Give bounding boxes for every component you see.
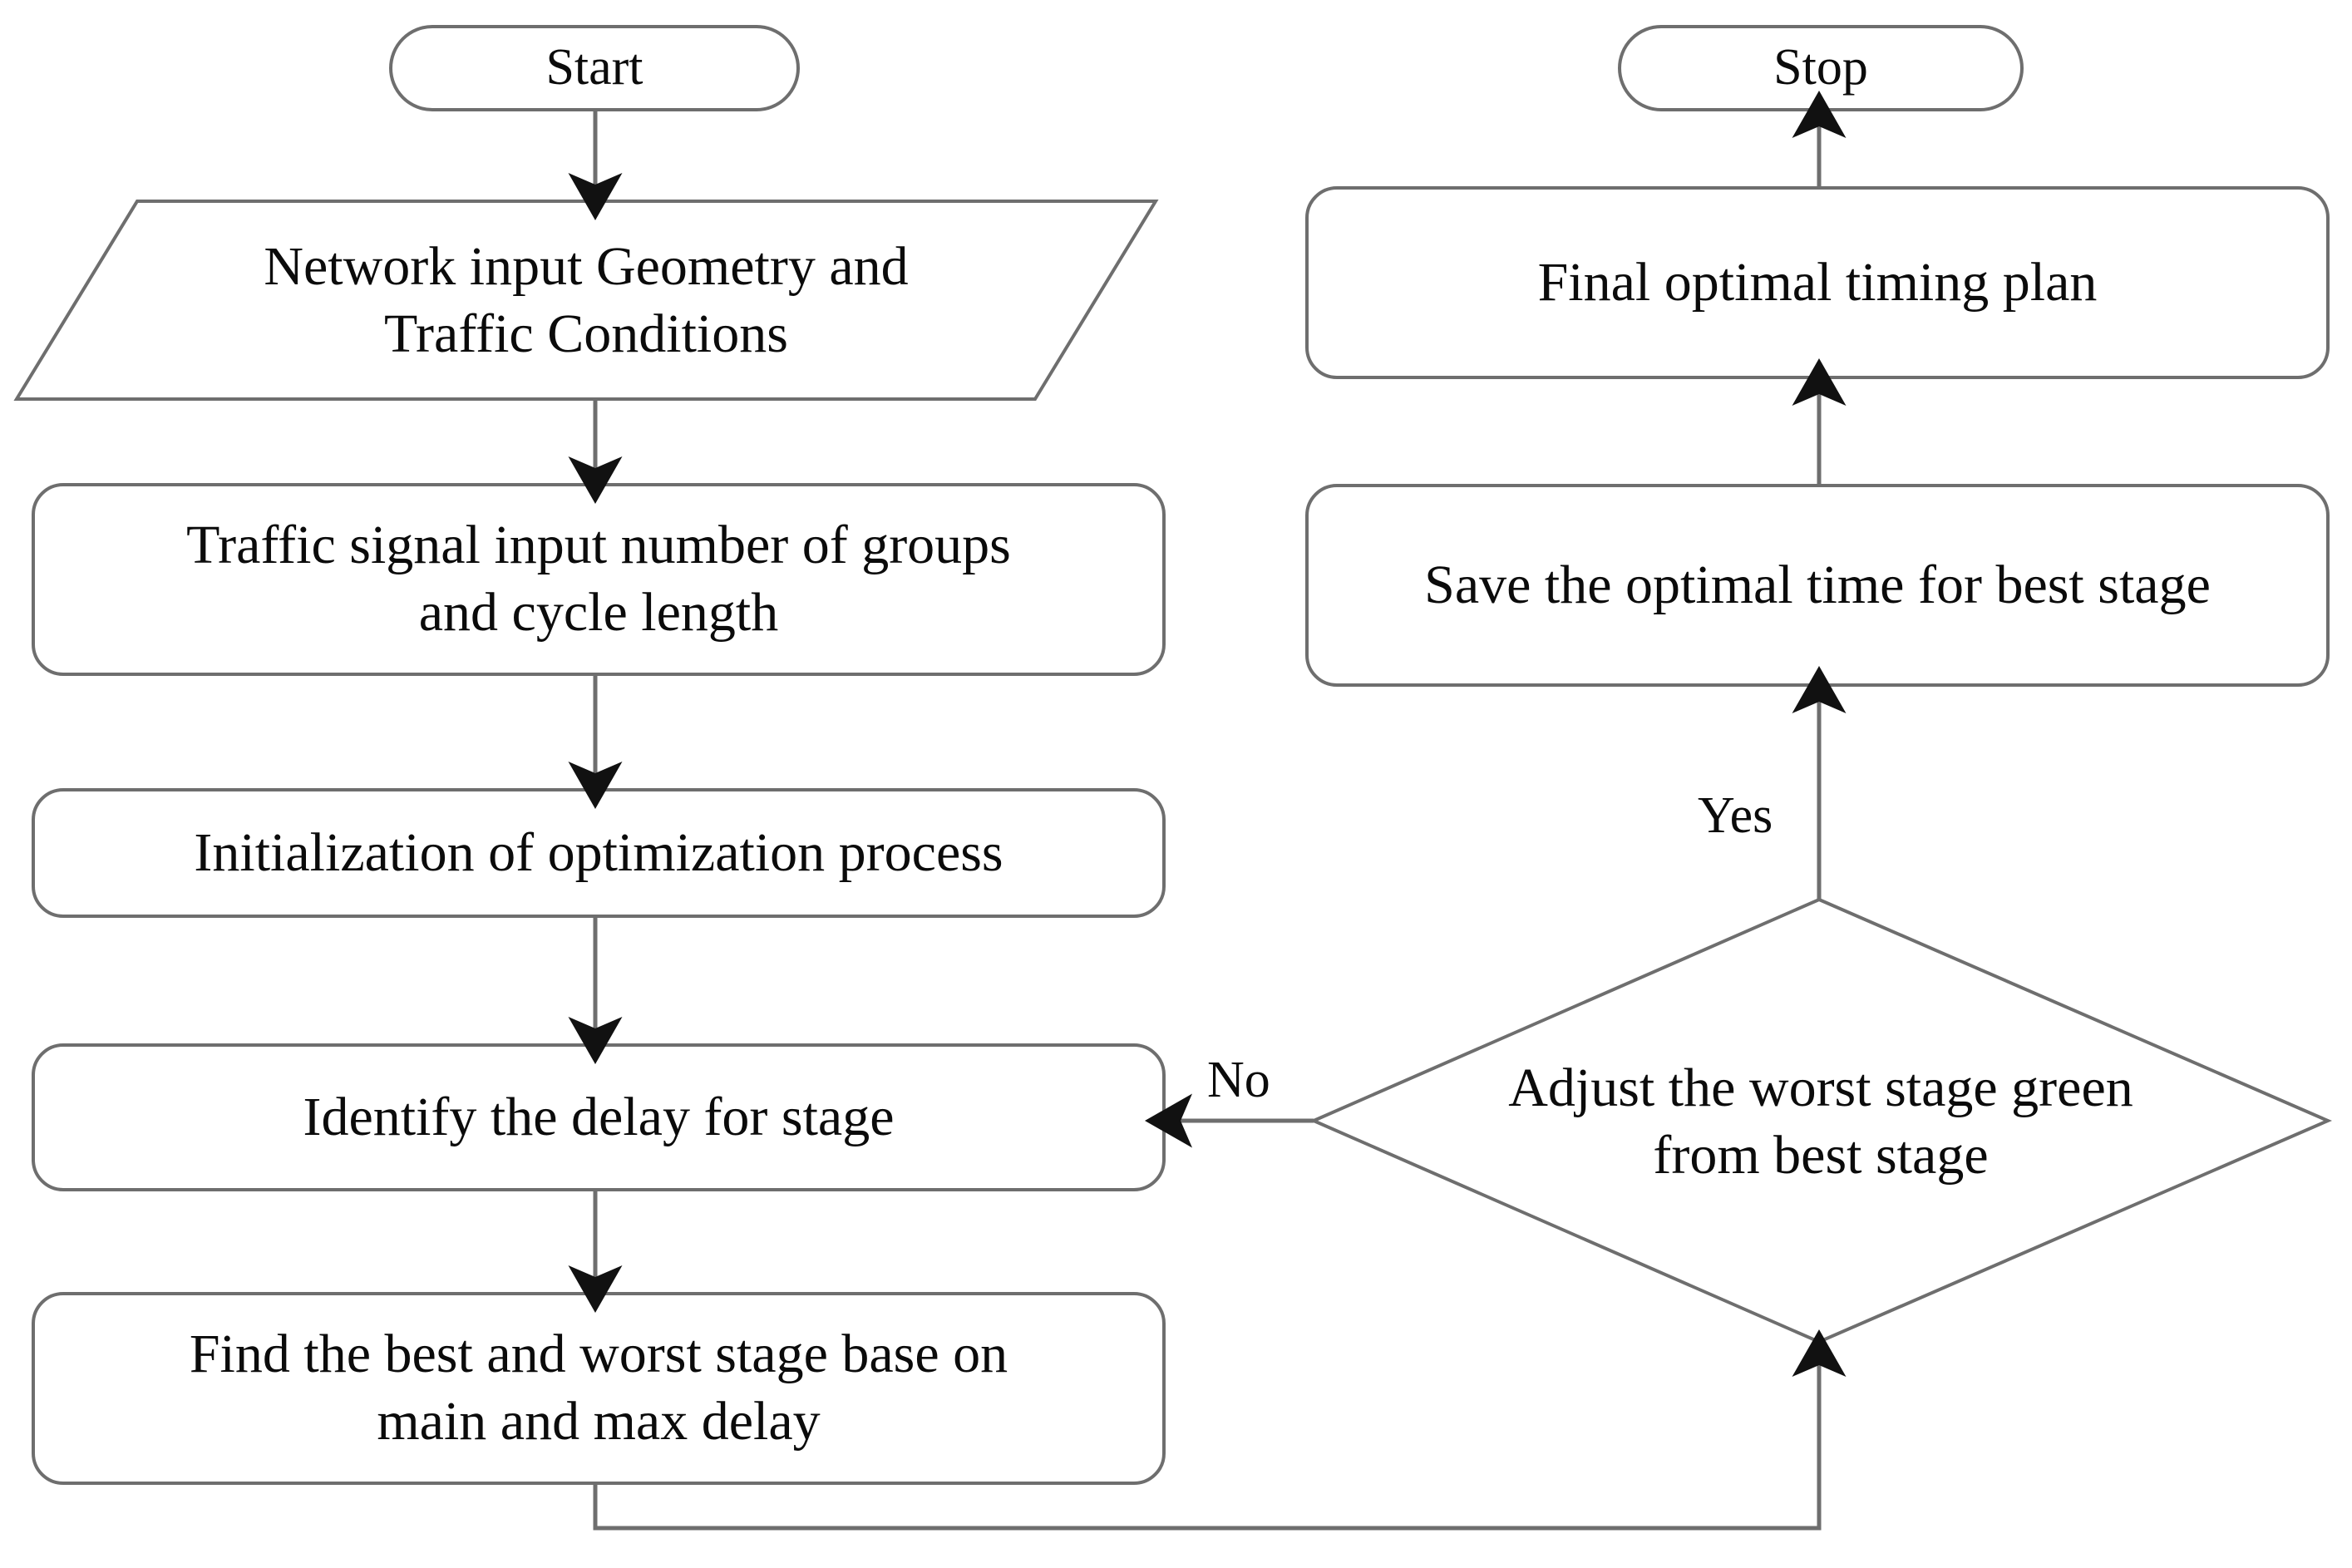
edge-find-best-worst-to-decision xyxy=(593,1329,1847,1531)
node-adjust-decision xyxy=(1309,897,2333,1344)
node-find-best-worst xyxy=(32,1292,1166,1485)
node-initialization xyxy=(32,788,1166,918)
node-final-plan xyxy=(1305,186,2330,379)
node-network-input xyxy=(13,200,1159,401)
node-identify-delay xyxy=(32,1043,1166,1191)
node-signal-input xyxy=(32,483,1166,676)
node-stop xyxy=(1618,25,2024,111)
node-save-optimal xyxy=(1305,484,2330,687)
node-start xyxy=(389,25,800,111)
